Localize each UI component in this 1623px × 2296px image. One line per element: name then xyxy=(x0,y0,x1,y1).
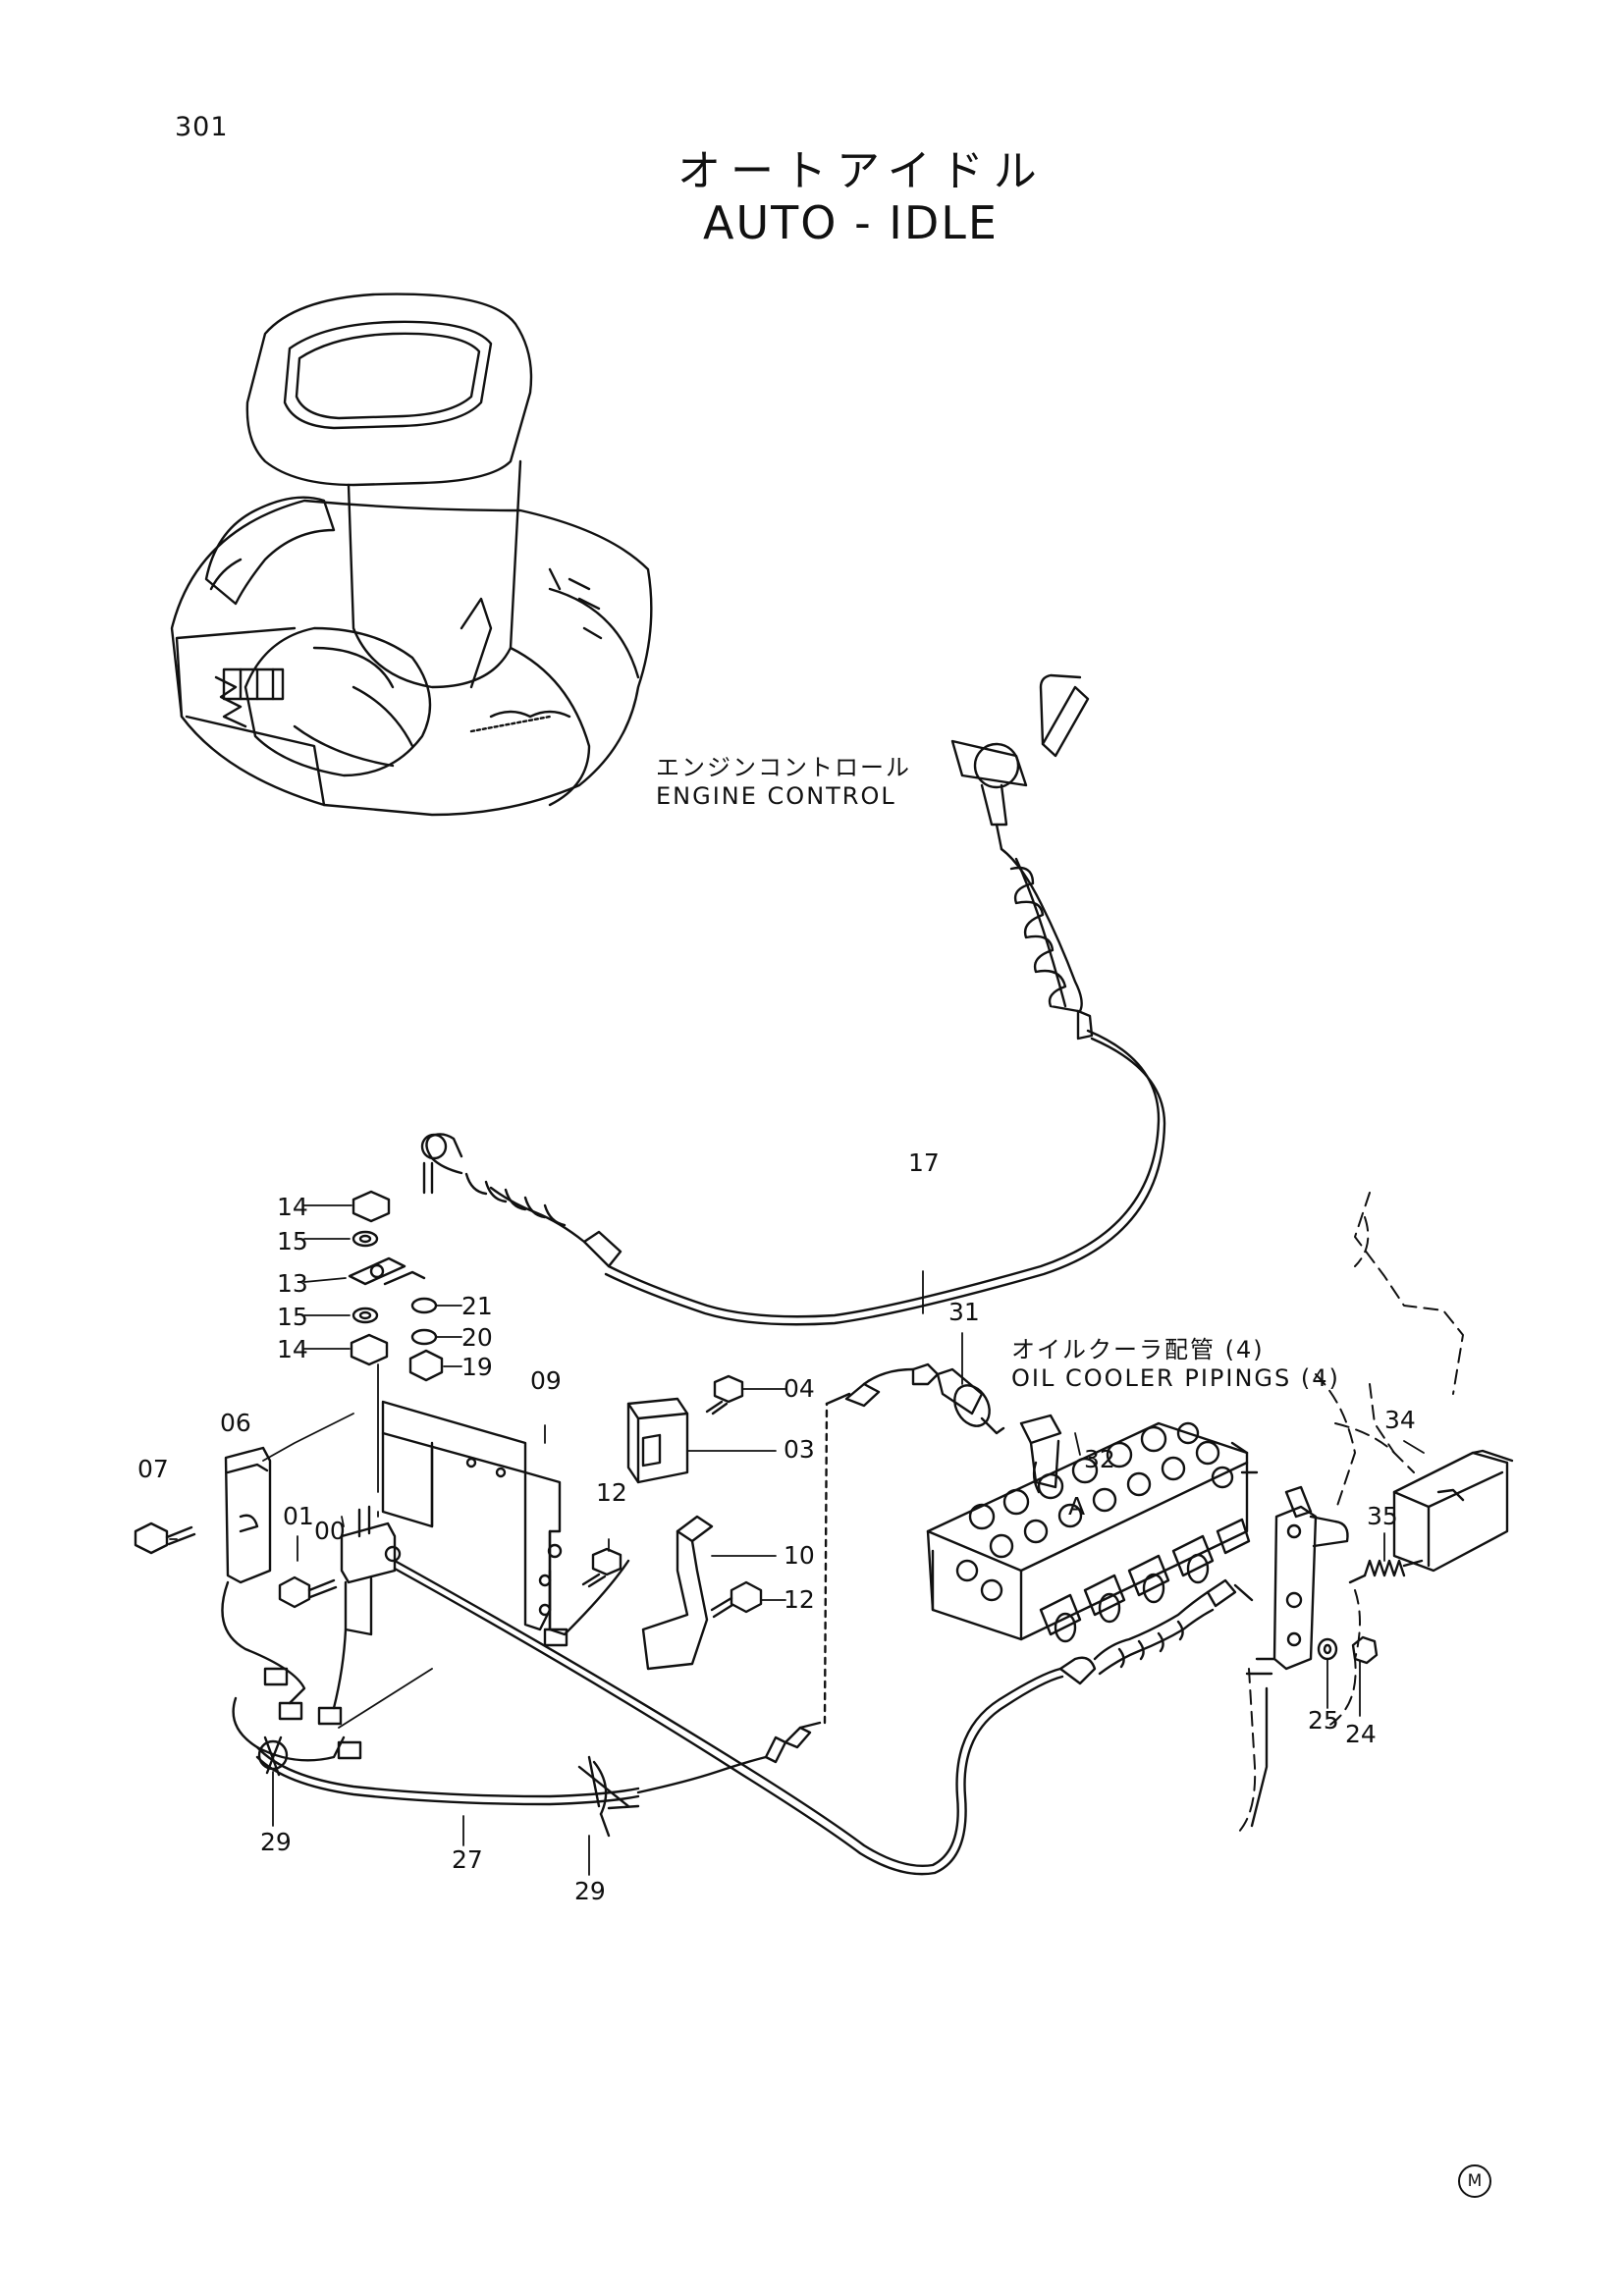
control-cable-17 xyxy=(420,1029,1166,1326)
title-english: AUTO - IDLE xyxy=(703,196,999,249)
callout-14-b: 14 xyxy=(277,1335,308,1363)
bolt-04 xyxy=(705,1374,744,1415)
leader-lines xyxy=(169,1204,1425,1876)
callout-06: 06 xyxy=(220,1409,251,1437)
bolt-12-a xyxy=(581,1547,622,1588)
callout-24: 24 xyxy=(1345,1720,1377,1748)
callout-15-b: 15 xyxy=(277,1303,308,1331)
control-valve xyxy=(926,1421,1259,1643)
washer-25 xyxy=(1317,1637,1338,1661)
footer-mark: M xyxy=(1458,2164,1491,2198)
block-03 xyxy=(626,1397,689,1484)
callout-31: 31 xyxy=(948,1298,980,1326)
engine-control-lever xyxy=(950,673,1094,1041)
callout-01: 01 xyxy=(283,1502,314,1530)
phantom-frame xyxy=(1234,1192,1464,1837)
note-engine-control-jp: エンジンコントロール xyxy=(656,754,911,781)
note-oil-cooler-en: OIL COOLER PIPINGS (4) xyxy=(1011,1364,1340,1392)
callout-00: 00 xyxy=(314,1517,346,1545)
bracket-10 xyxy=(641,1515,714,1671)
switch-00 xyxy=(340,1505,402,1636)
callout-35: 35 xyxy=(1367,1502,1398,1530)
bracket-09 xyxy=(381,1400,563,1631)
elbow-32 xyxy=(1019,1414,1062,1494)
callout-29-a: 29 xyxy=(260,1828,292,1856)
spring-35 xyxy=(1348,1559,1424,1584)
clip-29 xyxy=(577,1755,640,1838)
callout-09: 09 xyxy=(530,1366,562,1395)
callout-17: 17 xyxy=(908,1148,940,1177)
switch-cable xyxy=(393,1559,1254,1876)
callout-21: 21 xyxy=(461,1292,493,1320)
callout-15-a: 15 xyxy=(277,1227,308,1255)
callout-29-b: 29 xyxy=(574,1877,606,1905)
page-number: 301 xyxy=(175,112,229,142)
callout-12-b: 12 xyxy=(784,1585,815,1614)
callout-14-a: 14 xyxy=(277,1193,308,1221)
linkage-lever xyxy=(1245,1485,1349,1828)
callout-19: 19 xyxy=(461,1353,493,1381)
note-engine-control-en: ENGINE CONTROL xyxy=(656,782,896,810)
callout-07: 07 xyxy=(137,1455,169,1483)
callout-27: 27 xyxy=(452,1845,483,1874)
callout-12-a: 12 xyxy=(596,1478,627,1507)
nut-24 xyxy=(1351,1635,1379,1665)
callout-03: 03 xyxy=(784,1435,815,1464)
callout-20: 20 xyxy=(461,1323,493,1352)
bolt-01 xyxy=(278,1575,338,1609)
sensor-31 xyxy=(862,1362,1005,1435)
callout-10: 10 xyxy=(784,1541,815,1570)
valve-spools xyxy=(1039,1518,1251,1643)
callout-13: 13 xyxy=(277,1269,308,1298)
callout-32: 32 xyxy=(1084,1445,1115,1473)
bolt-07 xyxy=(134,1522,196,1555)
harness-27 xyxy=(221,1559,822,1806)
note-oil-cooler-jp: オイルクーラ配管 (4) xyxy=(1011,1336,1265,1363)
bracket-34 xyxy=(1392,1449,1514,1573)
view-label-a: A xyxy=(1068,1492,1086,1521)
routing-line xyxy=(823,1382,881,1725)
callout-25: 25 xyxy=(1308,1706,1339,1735)
callout-34: 34 xyxy=(1384,1406,1416,1434)
operator-seat-illustration xyxy=(170,293,653,817)
title-japanese: オートアイドル xyxy=(677,146,1047,196)
fastener-stack xyxy=(348,1190,444,1382)
cover-06 xyxy=(224,1446,272,1584)
callout-04: 04 xyxy=(784,1374,815,1403)
valve-ports xyxy=(955,1421,1234,1602)
bolt-12-b xyxy=(710,1580,763,1619)
